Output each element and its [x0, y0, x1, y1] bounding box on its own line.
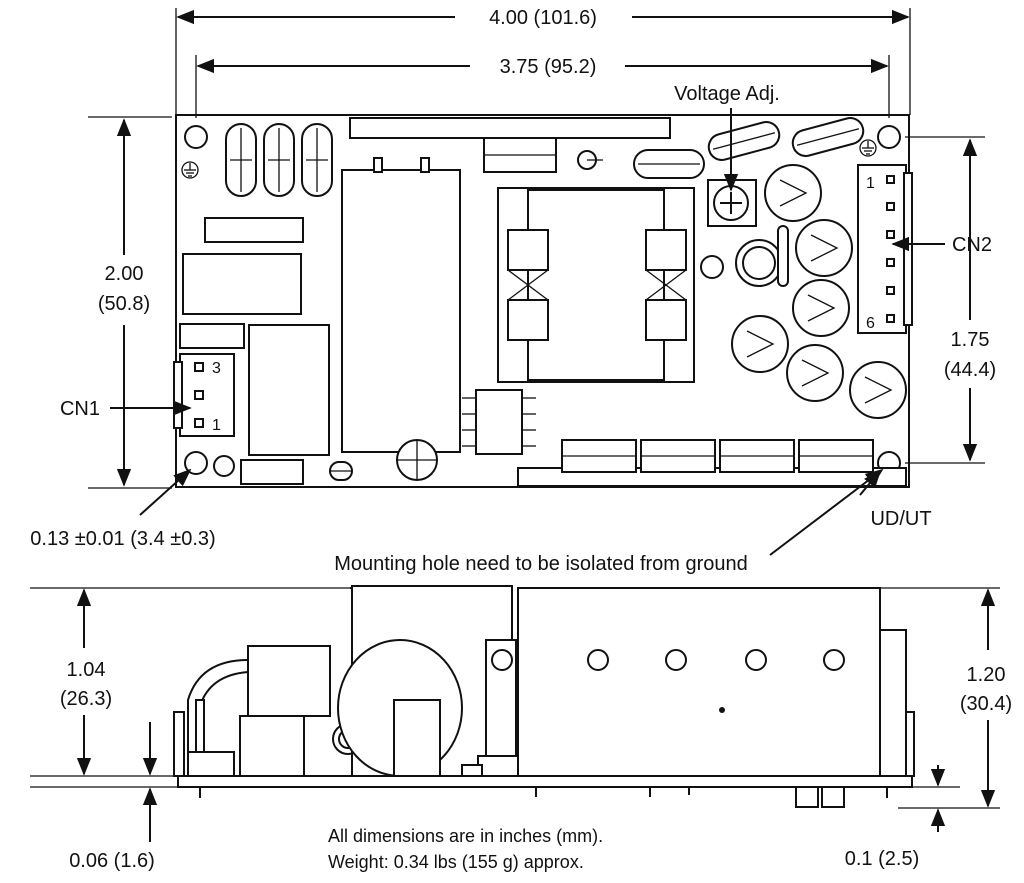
output-capacitors	[731, 164, 907, 419]
filter-components	[225, 123, 333, 197]
cn1-label: CN1	[60, 398, 100, 420]
hole-diameter-arrow	[139, 468, 192, 516]
side-view: 1.04 (26.3) 1.20 (30.4) 0.06 (1.6) 0.1 (…	[30, 585, 1012, 872]
mounting-width-dimension: 3.75 (95.2)	[196, 56, 889, 78]
mounting-hole-tl	[184, 125, 208, 149]
height-mm-label: (50.8)	[98, 293, 150, 315]
overall-width-label: 4.00 (101.6)	[489, 7, 597, 29]
ic-chip	[475, 389, 523, 455]
mounting-hole-tr	[877, 125, 901, 149]
heatsink-bar	[349, 117, 671, 139]
mounting-note: Mounting hole need to be isolated from g…	[334, 553, 748, 575]
side-height-left-in: 1.04	[67, 659, 106, 681]
side-height-left-dimension: 1.04 (26.3)	[60, 588, 112, 776]
mounting-note-arrow	[769, 468, 884, 556]
cn2-spacing-in-label: 1.75	[951, 329, 990, 351]
side-height-right-mm: (30.4)	[960, 693, 1012, 715]
dimensions-note: All dimensions are in inches (mm).	[328, 826, 603, 846]
side-heatsink	[517, 587, 881, 777]
cn2-spacing-dimension: 1.75 (44.4)	[944, 138, 996, 462]
output-terminals	[517, 439, 907, 487]
main-heatsink	[497, 187, 695, 383]
pcb-thickness-label: 0.06 (1.6)	[69, 850, 155, 872]
mounting-hole-bl	[184, 451, 208, 475]
cn2-spacing-mm-label: (44.4)	[944, 359, 996, 381]
hole-diameter-label: 0.13 ±0.01 (3.4 ±0.3)	[30, 528, 215, 550]
cn1-connector: 3 1	[173, 353, 235, 437]
pin-length-label: 0.1 (2.5)	[845, 848, 919, 870]
ground-icon	[181, 161, 199, 179]
transformer	[341, 169, 461, 453]
cn2-pin-1-label: 1	[866, 175, 875, 192]
ud-ut-label: UD/UT	[870, 508, 931, 530]
voltage-adj-label: Voltage Adj.	[674, 83, 780, 105]
side-pcb	[177, 775, 913, 788]
cn1-pin-1-label: 1	[212, 417, 221, 434]
weight-note: Weight: 0.34 lbs (155 g) approx.	[328, 852, 584, 872]
mounting-width-label: 3.75 (95.2)	[500, 56, 597, 78]
height-dimension: 2.00 (50.8)	[98, 118, 150, 487]
side-height-left-mm: (26.3)	[60, 688, 112, 710]
top-view: 4.00 (101.6) 3.75 (95.2) 2.00 (50.8) 1.7…	[30, 7, 996, 575]
overall-width-dimension: 4.00 (101.6)	[176, 7, 910, 29]
pin-length-dimension: 0.1 (2.5)	[845, 765, 946, 870]
pcb-thickness-dimension: 0.06 (1.6)	[69, 722, 158, 872]
cn2-connector: 1 6	[857, 164, 913, 334]
cn2-pin-6-label: 6	[866, 315, 875, 332]
side-height-right-in: 1.20	[967, 664, 1006, 686]
side-height-right-dimension: 1.20 (30.4)	[960, 588, 1012, 808]
ground-icon	[859, 139, 877, 157]
height-in-label: 2.00	[105, 263, 144, 285]
side-cn2	[879, 629, 907, 777]
cn2-label: CN2	[952, 234, 992, 256]
cn1-pin-3-label: 3	[212, 360, 221, 377]
